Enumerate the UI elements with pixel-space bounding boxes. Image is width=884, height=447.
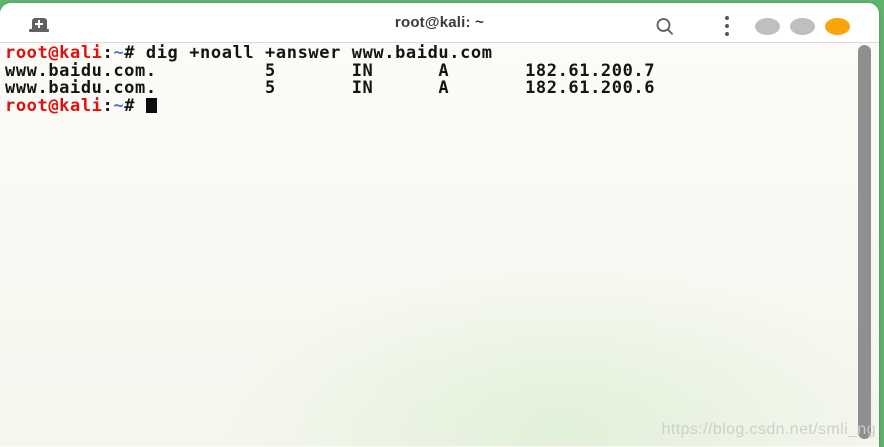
- close-button[interactable]: [825, 18, 850, 35]
- titlebar[interactable]: root@kali: ~: [0, 3, 879, 43]
- scrollbar[interactable]: [858, 45, 871, 439]
- prompt-line-cursor: root@kali:~#: [5, 95, 655, 116]
- new-tab-icon-base: [29, 29, 49, 32]
- prompt-colon: :: [102, 95, 114, 116]
- prompt-symbol: #: [124, 43, 146, 63]
- maximize-button[interactable]: [790, 18, 815, 35]
- minimize-button[interactable]: [755, 18, 780, 35]
- terminal-window: root@kali: ~ root@kali:~# dig +noall +an…: [0, 3, 879, 447]
- prompt-colon: :: [102, 43, 114, 63]
- new-tab-icon[interactable]: [29, 16, 49, 32]
- kebab-dot: [725, 24, 729, 28]
- plus-icon: [38, 19, 40, 28]
- prompt-line-command: root@kali:~# dig +noall +answer www.baid…: [5, 43, 655, 63]
- watermark-text: https://blog.csdn.net/smli_ng: [661, 421, 876, 438]
- window-title: root@kali: ~: [394, 14, 485, 31]
- search-icon[interactable]: [654, 16, 676, 38]
- text-cursor: [145, 97, 157, 113]
- terminal-text: root@kali:~# dig +noall +answer www.baid…: [5, 43, 656, 116]
- command-text: dig +noall +answer www.baidu.com: [145, 43, 493, 63]
- window-controls: [755, 18, 850, 35]
- prompt-path: ~: [113, 95, 125, 116]
- prompt-symbol: #: [124, 95, 146, 116]
- prompt-user-host: root@kali: [5, 95, 103, 116]
- prompt-path: ~: [113, 43, 125, 63]
- dig-output-row: www.baidu.com. 5 IN A 182.61.200.6: [5, 78, 656, 99]
- kebab-dot: [725, 16, 729, 20]
- kebab-dot: [725, 32, 729, 36]
- prompt-user-host: root@kali: [5, 43, 103, 63]
- terminal-content[interactable]: root@kali:~# dig +noall +answer www.baid…: [0, 43, 879, 446]
- dig-output-row: www.baidu.com. 5 IN A 182.61.200.7: [5, 60, 656, 81]
- kebab-menu-icon[interactable]: [723, 16, 731, 36]
